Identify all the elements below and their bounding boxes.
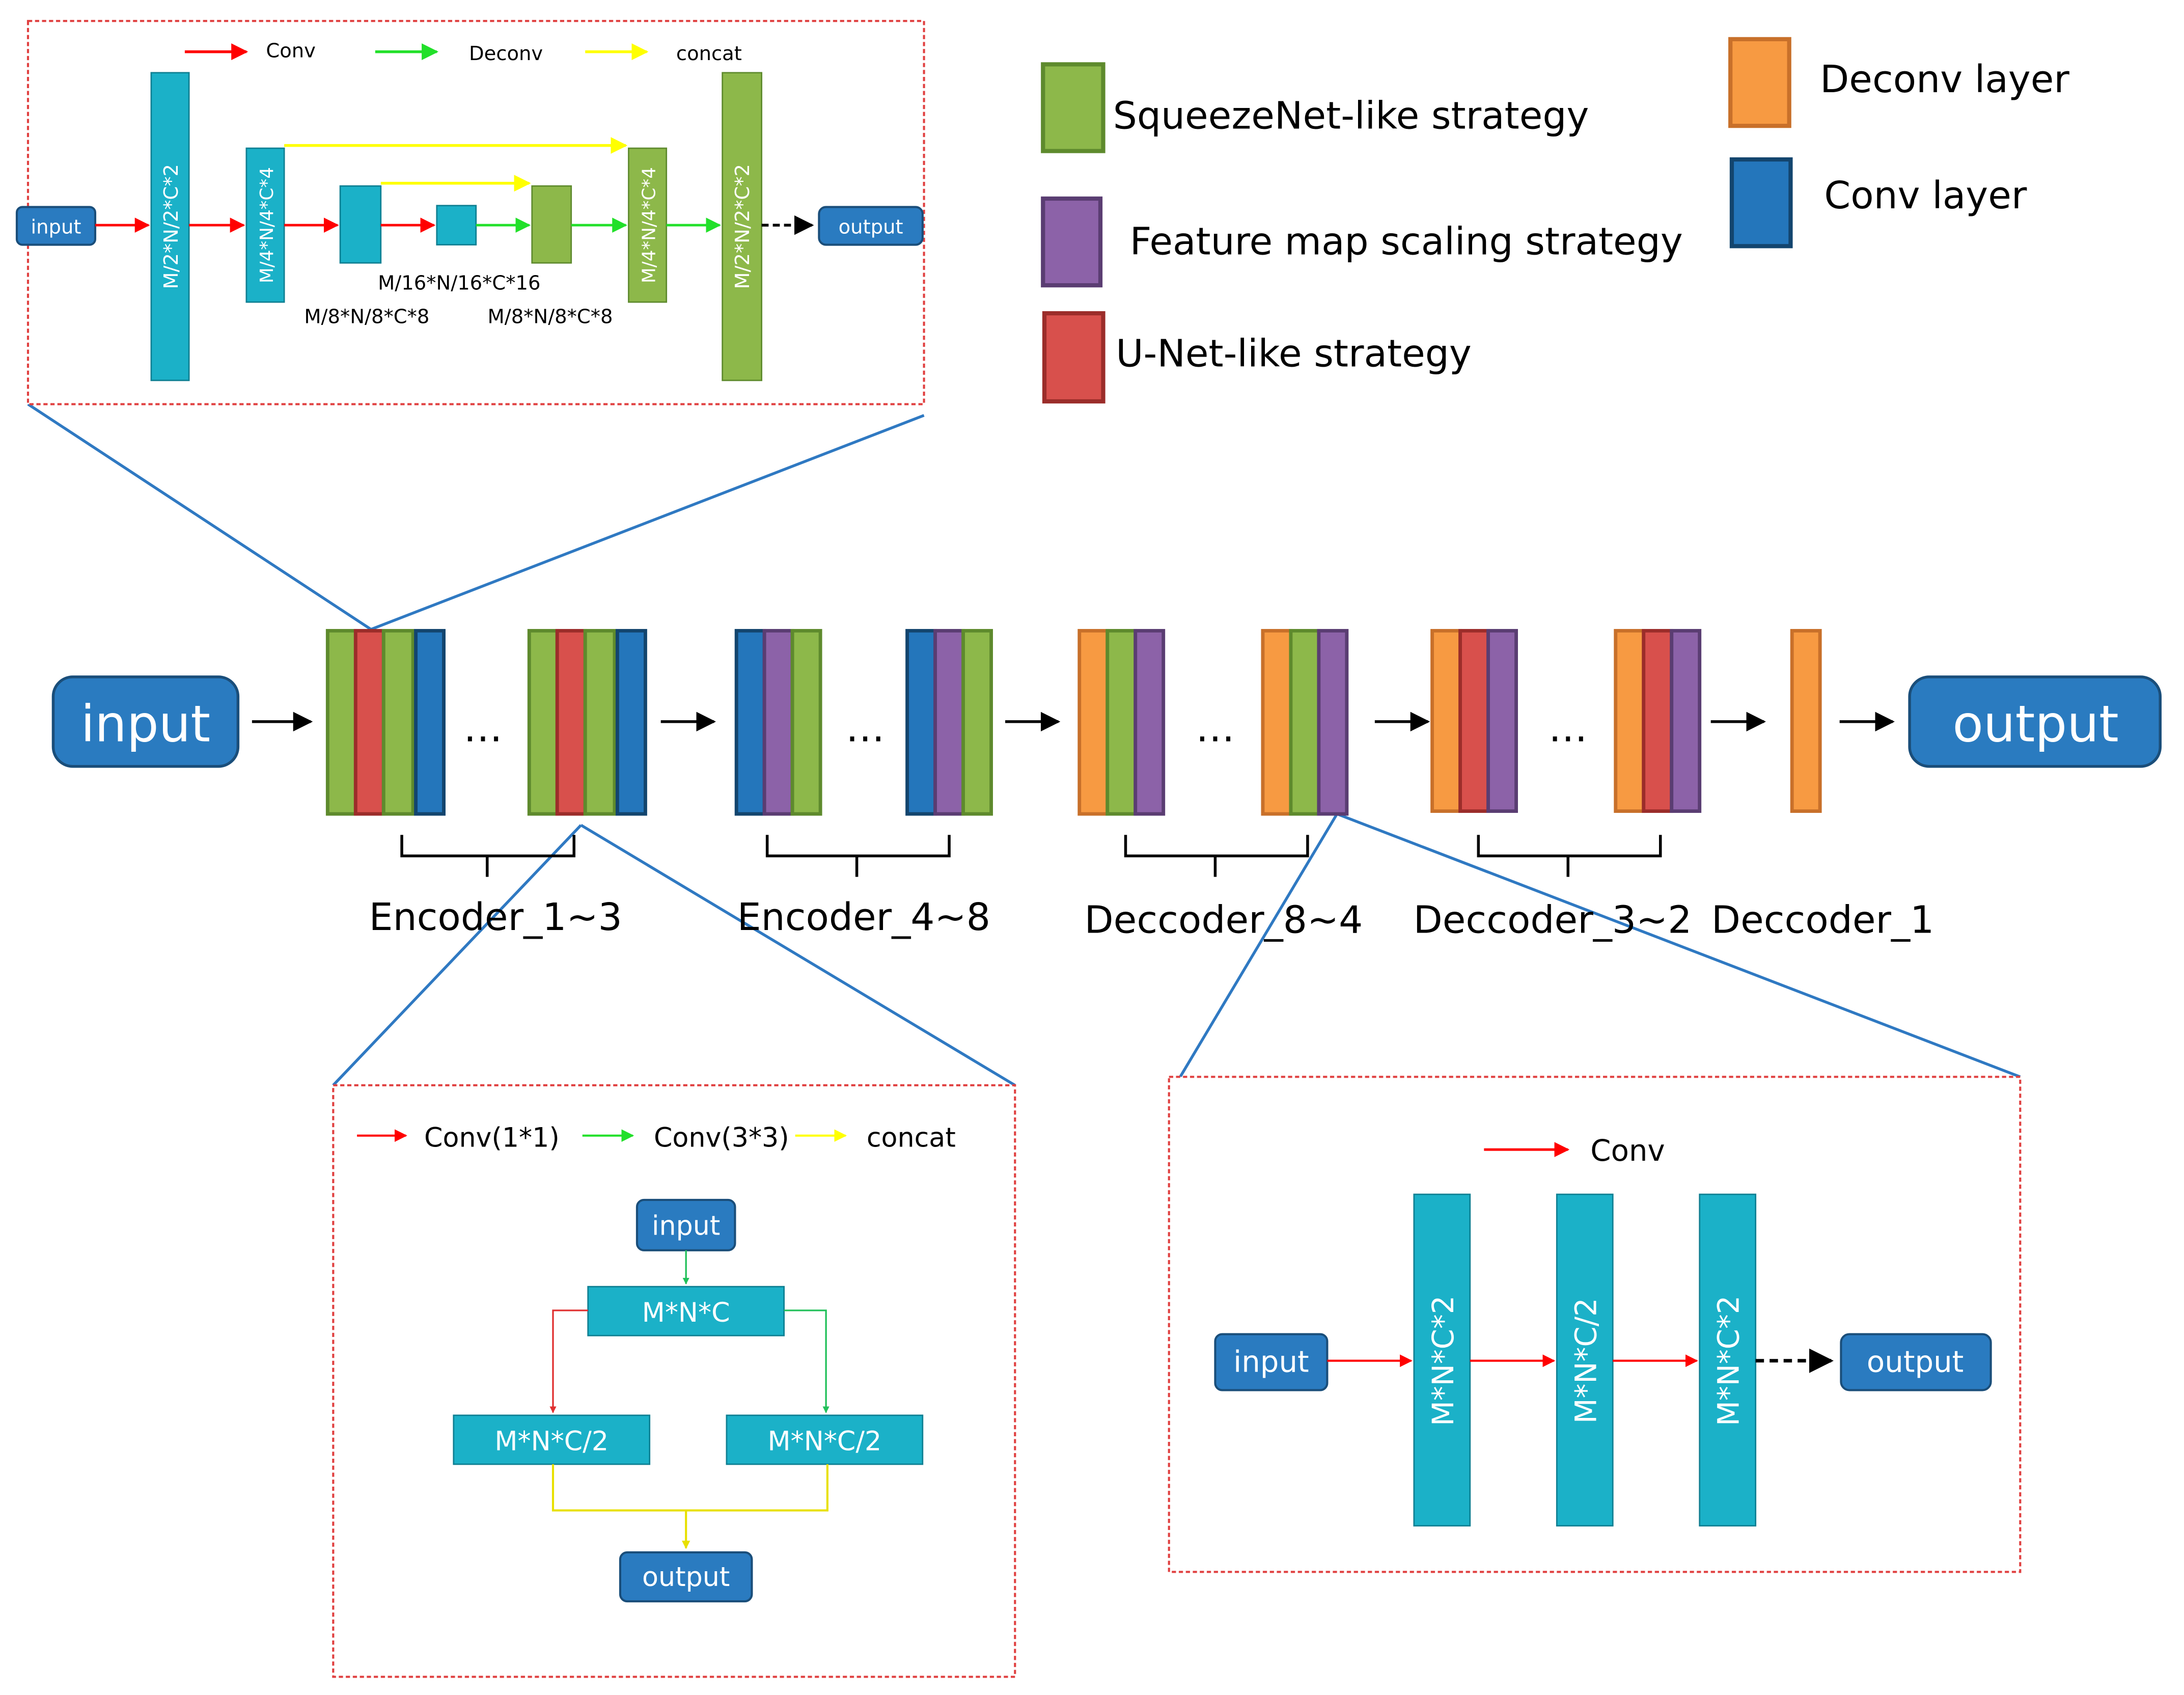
- ellipsis-4: …: [1549, 705, 1588, 751]
- main-output: [1908, 675, 2162, 768]
- braces: [400, 835, 1662, 877]
- inset-top-output: [818, 206, 924, 246]
- inset-br-bar2-label: M*N*C/2: [1568, 1298, 1603, 1424]
- legend-conv: Conv layer: [1824, 174, 2027, 217]
- inset-top-bar6: [628, 147, 668, 303]
- inset-bl-left: [453, 1414, 651, 1465]
- ellipsis-3: …: [1196, 705, 1235, 751]
- inset-bl-center-label: M*N*C: [642, 1298, 730, 1328]
- inset-bl-input-label: input: [652, 1211, 720, 1242]
- legend-swatch-conv: [1729, 157, 1793, 249]
- group-label-encoder-4-8: Encoder_4~8: [737, 895, 990, 939]
- inset-top-bar4: [436, 205, 477, 245]
- inset-top-input-label: input: [31, 216, 81, 239]
- main-input-label: input: [81, 695, 211, 753]
- inset-bottom-right: Conv input M*N*C*2 M*N*C/2 M*N*C*2 outpu…: [1168, 1076, 2022, 1573]
- main-output-label: output: [1952, 695, 2118, 753]
- legend-swatch-unet: [1042, 311, 1105, 404]
- inset-br-output: [1840, 1333, 1992, 1391]
- inset-br-bar1-label: M*N*C*2: [1426, 1296, 1460, 1426]
- inset-br-input-label: input: [1233, 1345, 1309, 1379]
- inset-br-output-label: output: [1867, 1345, 1964, 1379]
- inset-bl-output: [619, 1551, 753, 1603]
- inset-top-legend-concat: concat: [676, 42, 742, 65]
- ellipsis-2: …: [846, 705, 885, 751]
- inset-top-label-8a: M/8*N/8*C*8: [304, 305, 429, 328]
- inset-bl-right-label: M*N*C/2: [768, 1427, 882, 1457]
- inset-top-bar2-label: M/4*N/4*C*4: [257, 167, 278, 283]
- inset-top-legend-deconv: Deconv: [469, 42, 543, 65]
- group-label-decoder-1: Deccoder_1: [1711, 898, 1934, 942]
- legend-deconv: Deconv layer: [1820, 58, 2069, 101]
- ellipsis-1: …: [463, 705, 503, 751]
- inset-bottom-left: Conv(1*1) Conv(3*3) concat input M*N*C M…: [332, 1084, 1016, 1678]
- inset-bl-right: [726, 1414, 924, 1465]
- group-label-encoder-1-3: Encoder_1~3: [369, 895, 622, 939]
- inset-bl-center: [587, 1286, 785, 1336]
- inset-top-bar5: [531, 185, 572, 264]
- group-label-decoder-8-4: Deccoder_8~4: [1085, 898, 1363, 942]
- inset-top-bar3: [339, 185, 382, 264]
- inset-top-label-8b: M/8*N/8*C*8: [488, 305, 613, 328]
- inset-top-output-label: output: [839, 216, 903, 239]
- legend: SqueezeNet-like strategy Feature map sca…: [1041, 37, 2069, 404]
- inset-bl-input: [635, 1198, 736, 1251]
- inset-bl-left-label: M*N*C/2: [494, 1427, 609, 1457]
- inset-bl-legend-conv33: Conv(3*3): [654, 1123, 789, 1154]
- main-pipeline: input … … … …: [51, 628, 2162, 942]
- legend-swatch-squeezenet: [1041, 62, 1105, 153]
- main-input: [51, 675, 240, 768]
- legend-feature-map: Feature map scaling strategy: [1130, 220, 1683, 264]
- inset-br-legend-conv: Conv: [1590, 1133, 1665, 1168]
- inset-top-bar2: [245, 147, 285, 303]
- legend-swatch-deconv: [1728, 37, 1791, 128]
- inset-bl-output-label: output: [642, 1562, 730, 1593]
- legend-squeezenet: SqueezeNet-like strategy: [1113, 94, 1589, 138]
- legend-unet: U-Net-like strategy: [1116, 332, 1472, 375]
- zoom-lines: [27, 403, 2021, 1087]
- inset-top-bar7-label: M/2*N/2*C*2: [731, 164, 754, 289]
- inset-top: Conv Deconv concat input M/2*N/2*C*2 M/4…: [15, 20, 925, 405]
- inset-br-bar1: [1413, 1193, 1471, 1527]
- inset-bl-legend-concat: concat: [867, 1123, 956, 1154]
- group-label-decoder-3-2: Deccoder_3~2: [1414, 898, 1692, 942]
- inset-top-bar1: [150, 72, 190, 381]
- legend-swatch-feature-map: [1041, 196, 1103, 288]
- inset-br-bar3-label: M*N*C*2: [1711, 1296, 1746, 1426]
- inset-br-input: [1214, 1333, 1329, 1391]
- inset-br-bar3: [1699, 1193, 1757, 1527]
- inset-bl-legend-conv11: Conv(1*1): [424, 1123, 560, 1154]
- inset-top-bar6-label: M/4*N/4*C*4: [639, 167, 660, 283]
- inset-top-label-16: M/16*N/16*C*16: [378, 271, 540, 294]
- inset-br-bar2: [1556, 1193, 1614, 1527]
- inset-top-bar1-label: M/2*N/2*C*2: [160, 164, 183, 289]
- inset-top-legend-conv: Conv: [266, 40, 316, 63]
